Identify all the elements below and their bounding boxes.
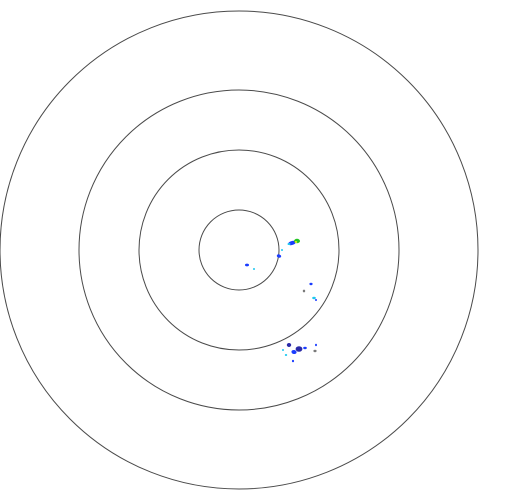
range-ring-2: [138, 149, 340, 351]
echo-south-cell-3: [286, 343, 292, 347]
echo-west-cell-1: [245, 263, 249, 267]
range-ring-4: [0, 10, 479, 490]
echo-south-cell-4: [303, 346, 307, 350]
echo-north-cell-4: [287, 243, 291, 245]
echo-south-cell-8: [282, 349, 284, 351]
echo-east-cell-2: [312, 296, 316, 300]
range-ring-3: [78, 89, 400, 411]
echo-north-tail-1: [276, 254, 282, 258]
echo-east-cell-3: [302, 289, 306, 293]
range-rings: [0, 10, 479, 490]
echo-north-tail-2: [281, 249, 283, 251]
echo-east-cell-1: [309, 282, 313, 286]
echo-south-cell-5: [284, 354, 288, 356]
echo-south-cell-7: [315, 343, 317, 347]
echo-south-cell-9: [291, 359, 295, 363]
echo-south-cell-6: [313, 349, 317, 353]
precipitation-echoes: [245, 238, 317, 363]
range-ring-1: [198, 209, 280, 291]
echo-east-cell-4: [315, 299, 317, 301]
echo-south-cell-1: [295, 346, 303, 352]
echo-south-cell-2: [291, 349, 297, 355]
echo-north-cell-3: [294, 241, 298, 243]
echo-west-cell-2: [253, 268, 255, 270]
